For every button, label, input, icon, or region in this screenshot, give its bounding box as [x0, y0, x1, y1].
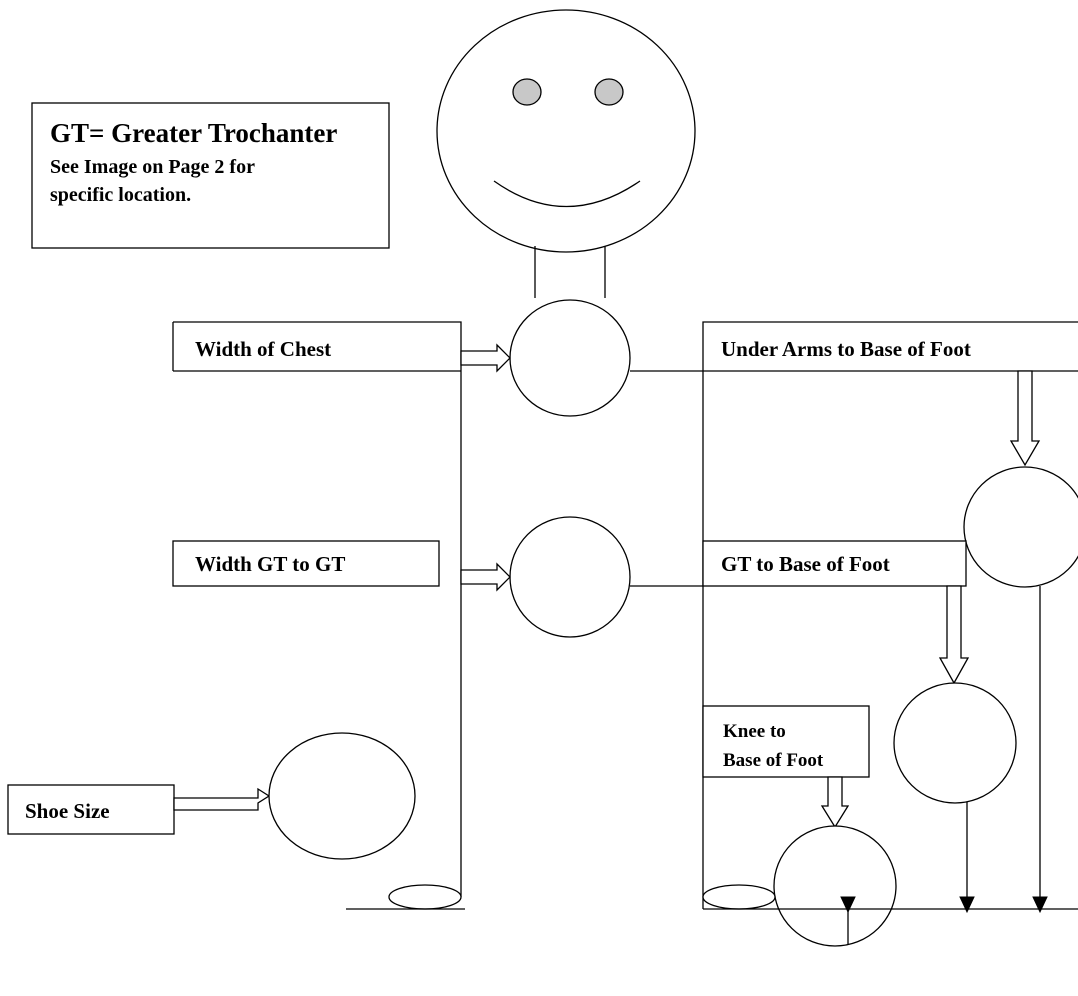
gt-foot-group: GT to Base of Foot	[702, 540, 1017, 914]
smile-icon	[493, 180, 641, 207]
gt-width-arrow-icon	[460, 562, 511, 592]
knee-foot-group: Knee to Base of Foot	[702, 705, 897, 947]
gt-foot-label: GT to Base of Foot	[721, 552, 890, 576]
left-eye-icon	[512, 78, 542, 106]
width-gt-to-gt-label: Width GT to GT	[195, 552, 345, 576]
chest-arrow-icon	[460, 343, 511, 373]
width-of-chest-label: Width of Chest	[195, 337, 331, 361]
figure-head	[436, 9, 696, 253]
shoe-size-box	[7, 784, 175, 835]
knee-foot-label-line-2: Base of Foot	[723, 750, 824, 771]
gt-width-measurement-circle	[509, 516, 631, 638]
left-frame-line	[173, 321, 462, 897]
left-foot-icon	[388, 884, 462, 910]
chest-label-group: Width of Chest	[172, 321, 511, 897]
gt-foot-arrow-icon	[938, 585, 970, 685]
under-arms-measurement-circle	[963, 466, 1078, 588]
knee-foot-arrow-icon	[820, 776, 850, 829]
gt-note: GT= Greater Trochanter See Image on Page…	[31, 102, 390, 249]
under-arms-group: Under Arms to Base of Foot	[702, 321, 1078, 914]
knee-foot-drop-arrowhead-icon	[840, 896, 856, 914]
chest-measurement-circle	[509, 299, 631, 417]
shoe-size-group: Shoe Size	[7, 732, 465, 910]
width-gt-to-gt-box	[172, 540, 440, 587]
shoe-size-label: Shoe Size	[25, 799, 110, 823]
gt-note-box	[31, 102, 390, 249]
gt-width-label-group: Width GT to GT	[172, 540, 511, 592]
right-eye-icon	[594, 78, 624, 106]
shoe-size-arrow-icon	[173, 787, 271, 811]
gt-foot-drop-arrowhead-icon	[959, 896, 975, 914]
knee-foot-measurement-circle	[773, 825, 897, 947]
gt-note-line-2: specific location.	[50, 184, 191, 206]
under-arms-arrow-icon	[1009, 370, 1041, 467]
head-circle	[436, 9, 696, 253]
right-foot-icon	[702, 884, 776, 910]
gt-note-title: GT= Greater Trochanter	[50, 118, 337, 148]
under-arms-drop-arrowhead-icon	[1032, 896, 1048, 914]
under-arms-label: Under Arms to Base of Foot	[721, 337, 971, 361]
shoe-measurement-circle	[268, 732, 416, 860]
gt-foot-measurement-circle	[893, 682, 1017, 804]
gt-note-line-1: See Image on Page 2 for	[50, 156, 255, 178]
knee-foot-box	[702, 705, 870, 778]
knee-foot-label-line-1: Knee to	[723, 721, 786, 742]
gt-foot-box	[702, 540, 967, 587]
